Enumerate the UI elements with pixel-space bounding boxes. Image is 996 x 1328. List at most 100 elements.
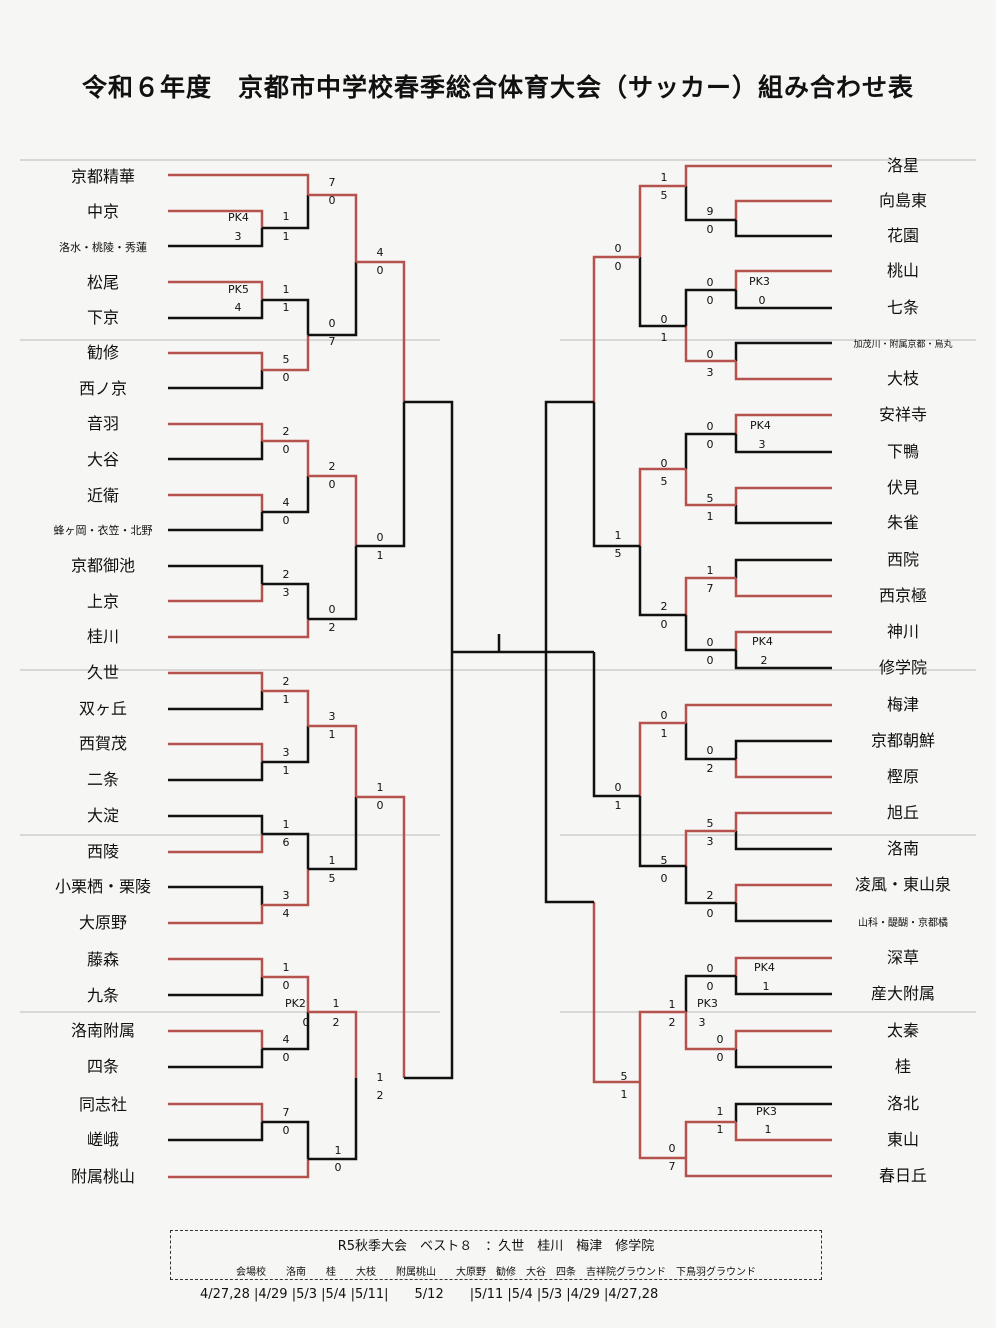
team-name: 大谷 [86,450,119,469]
match-score: 1 [660,171,668,184]
match-score: 0 [660,709,668,722]
team-name: 洛南 [886,839,919,858]
match-score: 1 [376,1071,384,1084]
match-score: 6 [282,836,290,849]
match-score: 5 [620,1070,628,1083]
team-name: 久世 [86,663,119,682]
team-name: 東山 [886,1130,919,1149]
match-score: 0 [660,872,668,885]
pk-label: PK3 [749,275,770,288]
team-name: 山科・醍醐・京都橘 [858,918,948,929]
match-score: 0 [334,1161,342,1174]
match-score: 5 [614,547,622,560]
match-score: 4 [282,1033,290,1046]
match-score: 0 [376,799,384,812]
match-score: 5 [660,475,668,488]
team-name: 桂 [894,1057,911,1076]
match-score: 2 [328,460,336,473]
match-score: 1 [706,564,714,577]
match-score: 0 [706,420,714,433]
match-score: 9 [706,205,714,218]
match-score: 2 [282,425,290,438]
pk-label: PK4 [752,635,773,648]
notes-box: R5秋季大会 ベスト８ ：久世 桂川 梅津 修学院 会場校 洛南 桂 大枝 附属… [170,1230,822,1280]
venue-list: 会場校 洛南 桂 大枝 附属桃山 大原野 勧修 大谷 四条 吉祥院グラウンド 下… [236,1267,756,1278]
team-name: 向島東 [878,191,927,210]
pk-label: PK4 [754,961,775,974]
match-score: 0 [282,514,290,527]
match-score: 0 [376,531,384,544]
team-name: 音羽 [86,414,119,433]
match-score: 2 [760,654,768,667]
match-score: 1 [282,210,290,223]
match-score: 1 [764,1123,772,1136]
team-name: 同志社 [78,1095,127,1114]
team-name: 松尾 [86,273,119,292]
team-name: 嵯峨 [86,1130,119,1149]
match-score: 4 [376,246,384,259]
match-score: 3 [282,889,290,902]
match-score: 0 [660,457,668,470]
pk-label: PK2 [285,997,306,1010]
team-name: 安祥寺 [878,405,927,424]
team-name: 七条 [886,298,919,317]
match-score: 3 [758,438,766,451]
match-score: 0 [614,242,622,255]
bracket-lines [168,164,832,1179]
match-score: 1 [282,301,290,314]
pk-label: PK4 [228,211,249,224]
team-name: 太秦 [886,1021,919,1040]
team-name: 洛星 [886,156,919,175]
team-name: 九条 [86,986,119,1005]
match-score: 2 [706,762,714,775]
team-name: 樫原 [886,767,919,786]
match-score: 0 [376,264,384,277]
team-name: 西陵 [86,842,119,861]
team-name: 西京極 [878,586,927,605]
match-score: 3 [282,586,290,599]
team-name: 西院 [886,550,919,569]
match-score: 0 [668,1142,676,1155]
team-name: 梅津 [886,695,919,714]
pk-label: PK4 [750,419,771,432]
match-score: 0 [706,962,714,975]
team-name: 洛水・桃陵・秀蓮 [59,241,147,254]
team-name: 大枝 [886,369,919,388]
team-name: 深草 [886,948,919,967]
team-name: 藤森 [86,950,119,969]
team-name: 附属桃山 [70,1167,135,1186]
match-score: 3 [706,835,714,848]
match-score: 2 [660,600,668,613]
team-name: 双ヶ丘 [78,699,127,718]
match-score: 0 [282,1051,290,1064]
team-name: 下京 [86,308,119,327]
team-name: 京都朝鮮 [870,731,935,750]
match-score: 0 [660,618,668,631]
match-score: 3 [706,366,714,379]
team-name: 四条 [86,1057,119,1076]
team-name: 西ノ京 [78,379,127,398]
section-dividers [20,159,976,1013]
match-score: 1 [282,283,290,296]
team-name: 洛北 [886,1094,919,1113]
pk-label: PK3 [756,1105,777,1118]
team-name: 桂川 [86,627,119,646]
match-score: 0 [706,438,714,451]
match-score: 7 [282,1106,290,1119]
team-name: 洛南附属 [70,1021,135,1040]
team-name: 小栗栖・栗陵 [54,877,151,896]
match-score: 0 [716,1051,724,1064]
match-score: 1 [716,1105,724,1118]
match-score: 1 [282,764,290,777]
team-name: 加茂川・附属京都・烏丸 [853,340,953,350]
match-score: 1 [328,854,336,867]
best8-note: R5秋季大会 ベスト８ ：久世 桂川 梅津 修学院 [337,1239,655,1254]
match-score: 0 [328,317,336,330]
match-score: 1 [706,510,714,523]
match-score: 1 [376,549,384,562]
match-score: 3 [282,746,290,759]
match-score: 2 [376,1089,384,1102]
match-score: 0 [706,223,714,236]
match-score: 0 [328,603,336,616]
match-score: 0 [282,979,290,992]
